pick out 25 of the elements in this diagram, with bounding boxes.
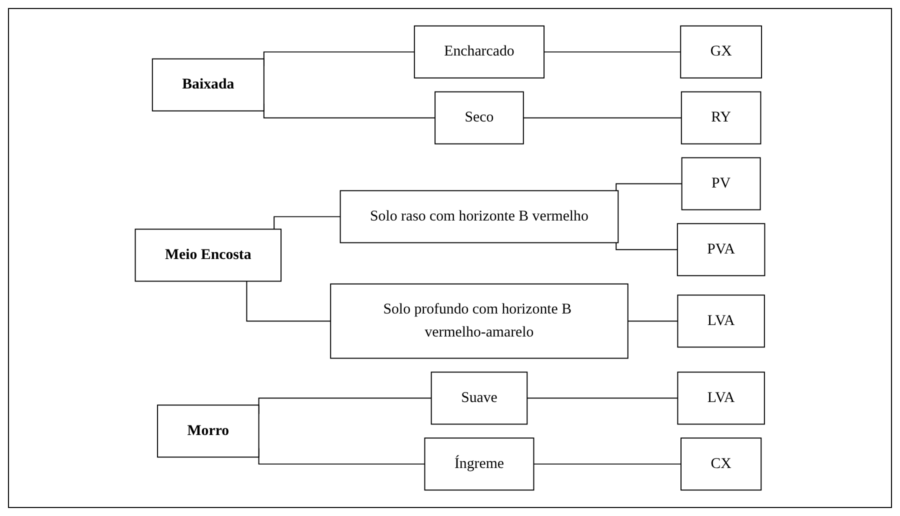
node-box: LVA <box>677 294 765 348</box>
node-box: CX <box>680 438 762 491</box>
node-box: LVA <box>677 372 765 425</box>
node-box: Seco <box>434 91 524 144</box>
connector <box>616 242 678 250</box>
connector <box>246 280 332 322</box>
node-box: Íngreme <box>424 438 534 491</box>
node-box: Morro <box>157 404 260 458</box>
node-box: RY <box>680 91 762 144</box>
connector <box>533 464 682 465</box>
connector <box>544 51 682 52</box>
node-box: Suave <box>430 372 528 425</box>
node-box: Solo profundo com horizonte B vermelho-amarelo <box>330 283 628 359</box>
connector <box>526 398 678 399</box>
node-box: Meio Encosta <box>134 228 282 282</box>
node-box: Baixada <box>152 58 264 112</box>
node-box: PV <box>681 157 761 210</box>
connector <box>616 183 682 192</box>
node-box: Encharcado <box>414 25 545 78</box>
connector <box>274 216 341 230</box>
node-box: PVA <box>676 223 766 276</box>
node-box: Solo raso com horizonte B vermelho <box>340 190 619 244</box>
connector <box>627 320 678 322</box>
node-box: GX <box>680 25 762 78</box>
connector <box>522 117 682 118</box>
